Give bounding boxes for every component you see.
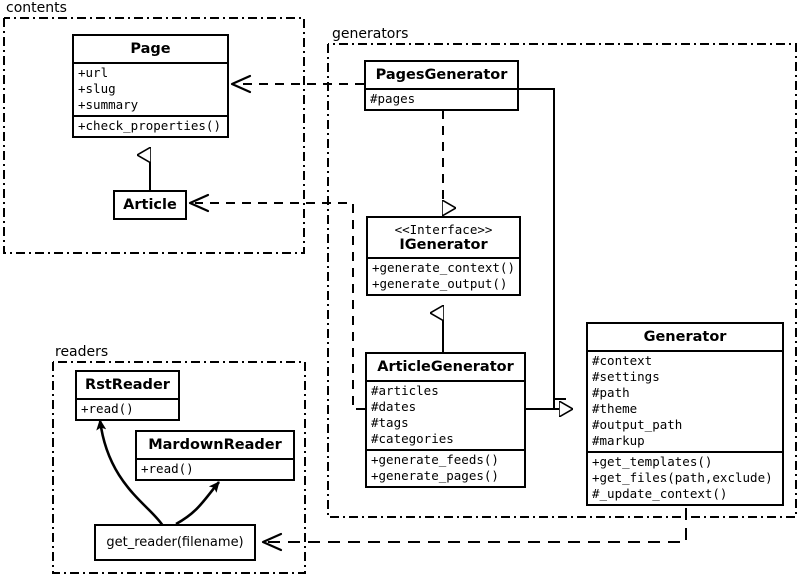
class-operations-articlegenerator: +generate_feeds() +generate_pages() xyxy=(367,449,524,486)
class-operations-generator: +get_templates() +get_files(path,exclude… xyxy=(588,451,782,504)
class-operation: +generate_context() xyxy=(372,260,515,275)
function-label-get-reader: get_reader(filename) xyxy=(106,535,244,550)
package-label-contents: contents xyxy=(4,0,69,16)
class-operations-page: +check_properties() xyxy=(74,115,227,136)
class-operation: +generate_output() xyxy=(372,276,508,291)
package-label-readers: readers xyxy=(53,344,111,360)
class-name-generator: Generator xyxy=(643,329,727,345)
class-attribute: #context xyxy=(592,353,653,368)
class-operation: +read() xyxy=(81,401,134,416)
class-operations-mardownreader: +read() xyxy=(137,458,293,479)
class-box-articlegenerator[interactable]: ArticleGenerator #articles #dates #tags … xyxy=(365,352,526,488)
relationship-generator-depends-getreader xyxy=(261,508,687,552)
class-box-igenerator[interactable]: <<Interface>> IGenerator +generate_conte… xyxy=(366,216,521,296)
class-attribute: #categories xyxy=(371,431,454,446)
class-name-article: Article xyxy=(123,197,177,213)
class-name-mardownreader: MardownReader xyxy=(148,437,282,453)
class-attributes-articlegenerator: #articles #dates #tags #categories xyxy=(367,380,524,449)
class-attribute: #output_path xyxy=(592,417,683,432)
class-box-mardownreader[interactable]: MardownReader +read() xyxy=(135,430,295,481)
open-arrowhead-page xyxy=(230,74,252,94)
class-operation: +read() xyxy=(141,461,194,476)
class-attribute: #path xyxy=(592,385,630,400)
relationship-getreader-calls-mardownreader xyxy=(175,481,220,526)
relationship-pagesgenerator-generalizes-generator xyxy=(519,88,572,409)
class-operation: #_update_context() xyxy=(592,486,728,501)
class-attributes-pagesgenerator: #pages xyxy=(366,88,517,109)
open-arrowhead-article xyxy=(188,193,210,213)
relationship-articlegenerator-depends-article xyxy=(188,193,365,410)
class-operation: +generate_pages() xyxy=(371,468,499,483)
class-attribute: +slug xyxy=(78,81,116,96)
relationship-pagesgenerator-depends-page xyxy=(230,74,364,94)
class-operation: +get_templates() xyxy=(592,454,713,469)
class-attribute: #dates xyxy=(371,399,417,414)
class-attributes-page: +url +slug +summary xyxy=(74,62,227,115)
class-name-articlegenerator: ArticleGenerator xyxy=(377,359,514,375)
class-operations-rstreader: +read() xyxy=(77,398,178,419)
class-name-page: Page xyxy=(130,41,171,57)
function-box-get-reader[interactable]: get_reader(filename) xyxy=(94,524,256,561)
class-attribute: +summary xyxy=(78,97,139,112)
class-box-page[interactable]: Page +url +slug +summary +check_properti… xyxy=(72,34,229,138)
class-attribute: #settings xyxy=(592,369,660,384)
package-label-generators: generators xyxy=(330,26,411,42)
class-box-article[interactable]: Article xyxy=(113,190,187,220)
class-name-rstreader: RstReader xyxy=(85,377,170,393)
class-name-pagesgenerator: PagesGenerator xyxy=(375,67,508,83)
class-name-igenerator: IGenerator xyxy=(399,237,488,253)
class-header-igenerator: <<Interface>> IGenerator xyxy=(368,218,519,257)
class-operation: +check_properties() xyxy=(78,118,221,133)
class-operation: +get_files(path,exclude) xyxy=(592,470,773,485)
class-attribute: #markup xyxy=(592,433,645,448)
open-arrowhead-getreader xyxy=(261,532,283,552)
class-operation: +generate_feeds() xyxy=(371,452,499,467)
class-operations-igenerator: +generate_context() +generate_output() xyxy=(368,257,519,294)
class-box-rstreader[interactable]: RstReader +read() xyxy=(75,370,180,421)
class-attribute: #articles xyxy=(371,383,439,398)
class-attribute: +url xyxy=(78,65,109,80)
class-stereotype-igenerator: <<Interface>> xyxy=(394,222,493,237)
class-attribute: #theme xyxy=(592,401,638,416)
class-attributes-generator: #context #settings #path #theme #output_… xyxy=(588,350,782,451)
class-attribute: #tags xyxy=(371,415,409,430)
class-attribute: #pages xyxy=(370,91,416,106)
class-box-pagesgenerator[interactable]: PagesGenerator #pages xyxy=(364,60,519,111)
class-box-generator[interactable]: Generator #context #settings #path #them… xyxy=(586,322,784,506)
